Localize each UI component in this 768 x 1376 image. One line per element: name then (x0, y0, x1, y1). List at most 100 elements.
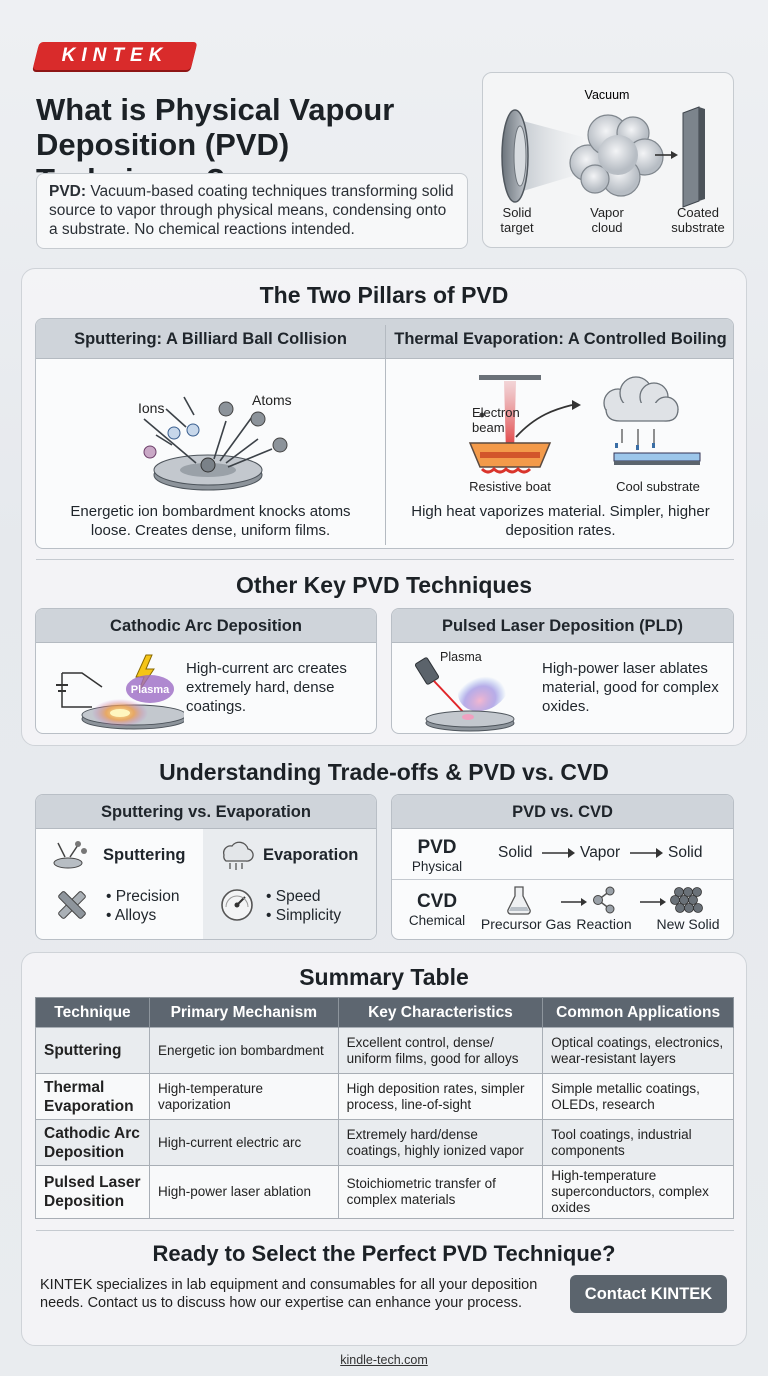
pvd-row-label: PVD Physical (392, 837, 482, 874)
definition-term: PVD: (49, 183, 87, 200)
cvd-step: Reaction (576, 916, 632, 932)
laser-head (414, 657, 440, 685)
definition-text: Vacuum-based coating techniques transfor… (49, 183, 454, 238)
atom-icon (250, 411, 266, 427)
pvd-definition-box: PVD: Vacuum-based coating techniques tra… (36, 173, 468, 249)
svse-title: Sputtering vs. Evaporation (36, 795, 376, 829)
table-cell: Stoichiometric transfer of complex mater… (337, 1165, 544, 1219)
sputtering-point: • Precision (106, 888, 180, 905)
atom-icon (218, 401, 234, 417)
cvd-row-label: CVD Chemical (392, 891, 482, 928)
table-cell: Thermal Evaporation (35, 1073, 150, 1120)
table-row: Cathodic Arc Deposition High-current ele… (35, 1119, 734, 1166)
arrow-icon (542, 848, 575, 858)
electron-beam (504, 381, 516, 453)
column-header: Technique (35, 997, 150, 1028)
arrow-icon (630, 848, 663, 858)
solid-target-label: Solid target (500, 205, 534, 235)
pillars-heading: The Two Pillars of PVD (259, 282, 509, 308)
pvd-label: PVD (417, 837, 457, 858)
tradeoffs-heading: Understanding Trade-offs & PVD vs. CVD (159, 759, 609, 785)
table-cell: Pulsed Laser Deposition (35, 1165, 150, 1219)
contact-kintek-button[interactable]: Contact KINTEK (570, 1275, 727, 1313)
table-cell: Tool coatings, industrial components (542, 1119, 734, 1166)
logo-text: KINTEK (61, 45, 169, 66)
column-header: Key Characteristics (338, 997, 544, 1028)
arrow-icon (561, 898, 587, 906)
table-cell: Extremely hard/dense coatings, highly io… (337, 1119, 544, 1166)
table-cell: High-temperature vaporization (148, 1073, 339, 1120)
column-header: Primary Mechanism (149, 997, 339, 1028)
table-cell: Sputtering (35, 1027, 150, 1074)
summary-table: Technique Primary Mechanism Key Characte… (35, 997, 734, 1219)
sputtering-title: Sputtering: A Billiard Ball Collision (74, 330, 347, 348)
svse-evaporation-label: Evaporation (263, 846, 359, 864)
table-cell: High-current electric arc (148, 1119, 339, 1166)
cvd-label: CVD (416, 891, 458, 912)
pvd-vs-cvd-card: PVD vs. CVD PVD Physical Solid Vapor Sol… (391, 794, 734, 940)
divider (36, 559, 734, 560)
pvd-step: Solid (668, 844, 703, 861)
ion-icon (143, 445, 157, 459)
vapor-stream (523, 121, 583, 191)
pld-card: Pulsed Laser Deposition (PLD) Plasma Hig… (391, 608, 734, 734)
ion-icon (186, 423, 200, 437)
cool-substrate-plate (613, 452, 701, 462)
sputtering-point: • Alloys (106, 907, 157, 924)
substrate-plate (682, 106, 700, 208)
cta-heading: Ready to Select the Perfect PVD Techniqu… (152, 1241, 616, 1266)
vapor-cloud-icon (569, 114, 664, 197)
footer-link[interactable]: kindle-tech.com (340, 1353, 428, 1367)
vacuum-label: Vacuum (585, 88, 630, 102)
cvd-sub: Chemical (408, 913, 466, 928)
table-cell: High deposition rates, simpler process, … (337, 1073, 544, 1120)
pld-plasma-label: Plasma (440, 650, 482, 664)
cathodic-arc-description: High-current arc creates extremely hard,… (186, 660, 347, 715)
pvdcvd-title: PVD vs. CVD (392, 795, 733, 829)
cathodic-arc-title: Cathodic Arc Deposition (36, 609, 376, 643)
ions-label: Ions (138, 400, 164, 416)
cathodic-arc-illustration: Plasma (56, 654, 184, 730)
table-cell: Energetic ion bombardment (148, 1027, 339, 1074)
laser-beam (433, 680, 467, 716)
cvd-step: Precursor Gas (480, 916, 572, 932)
divider (36, 1230, 734, 1231)
atoms-label: Atoms (252, 392, 292, 408)
sputtering-description: Energetic ion bombardment knocks atoms l… (70, 503, 351, 539)
evaporation-description: High heat vaporizes material. Simpler, h… (411, 503, 710, 539)
table-cell: Optical coatings, electronics, wear-resi… (542, 1027, 734, 1074)
pvd-sub: Physical (411, 859, 463, 874)
electron-gun (479, 375, 541, 380)
evaporation-points: • Speed • Simplicity (266, 887, 341, 925)
cool-substrate-label: Cool substrate (616, 479, 700, 494)
table-row: Pulsed Laser Deposition High-power laser… (35, 1165, 734, 1219)
cathodic-arc-card: Cathodic Arc Deposition Plasma High-curr… (35, 608, 377, 734)
plasma-cloud (126, 675, 174, 703)
table-header-row: Technique Primary Mechanism Key Characte… (35, 997, 734, 1028)
cloud-icon (223, 841, 254, 870)
evaporation-point: • Simplicity (266, 907, 342, 924)
column-header: Common Applications (542, 997, 734, 1028)
cloud-icon (603, 376, 679, 422)
cvd-step: New Solid (656, 916, 720, 932)
table-cell: Excellent control, dense/ uniform films,… (337, 1027, 544, 1074)
cta-text: KINTEK specializes in lab equipment and … (40, 1277, 538, 1311)
table-cell: Cathodic Arc Deposition (35, 1119, 150, 1166)
summary-heading: Summary Table (299, 964, 469, 990)
coated-substrate-label: Coated substrate (671, 205, 725, 235)
sputtering-points: • Precision • Alloys (106, 887, 179, 925)
arrow-icon (640, 898, 666, 906)
resistive-boat-label: Resistive boat (469, 479, 551, 494)
kintek-logo: KINTEK (32, 42, 198, 70)
atom-icon (272, 437, 288, 453)
ablation-plume (457, 662, 511, 712)
pillars-card: Sputtering: A Billiard Ball Collision Th… (35, 318, 734, 549)
electron-beam-label: Electron beam (472, 405, 520, 435)
pvd-step: Solid (498, 844, 533, 861)
arc-plasma-label: Plasma (131, 684, 170, 696)
lattice-icon (670, 887, 703, 913)
molecule-icon (593, 886, 615, 914)
pvd-process-illustration: Vacuum Solid target Vapor cloud Coated s… (500, 88, 725, 235)
vapor-cloud-label: Vapor cloud (590, 205, 624, 235)
table-cell: Simple metallic coatings, OLEDs, researc… (542, 1073, 734, 1120)
